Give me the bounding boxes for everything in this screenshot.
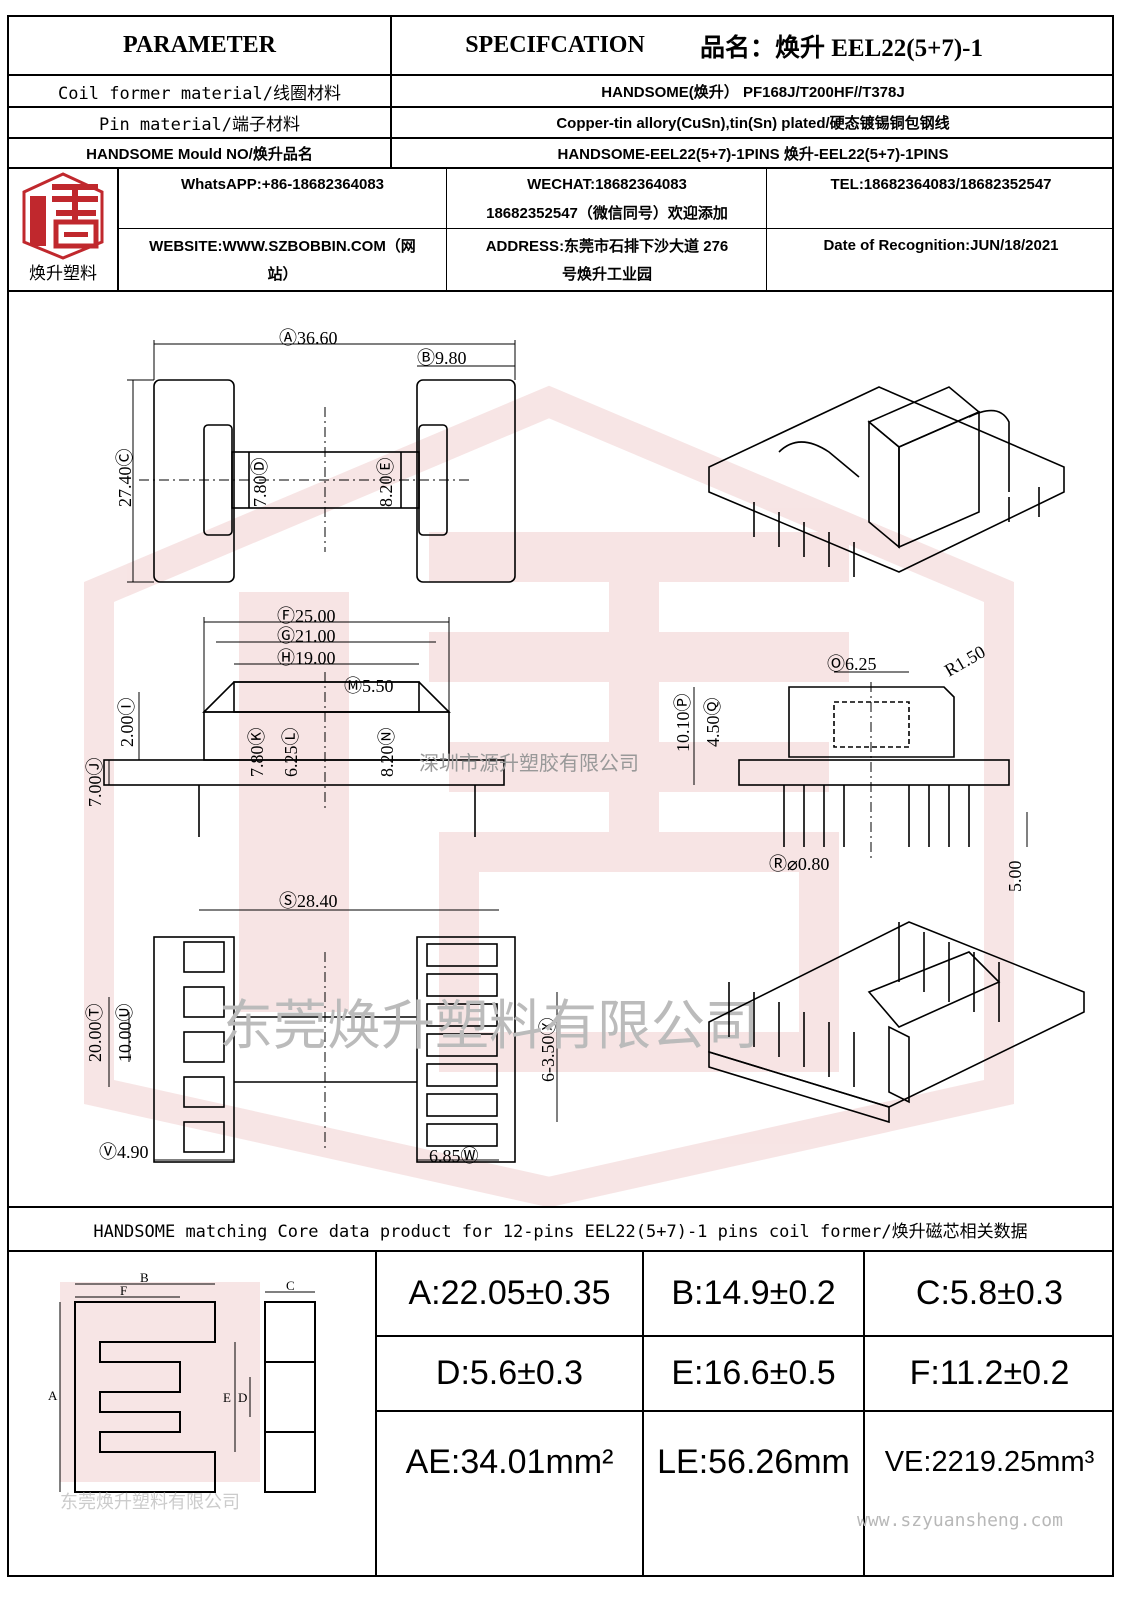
dim-u: 10.00Ⓤ [115,1004,135,1063]
spec-pin-material: Copper-tin allory(CuSn),tin(Sn) plated/硬… [556,115,950,132]
watermark-text-3: 东莞焕升塑料有限公司 [60,1492,240,1512]
core-value-a: A:22.05±0.35 [408,1274,611,1312]
divider [7,1250,1114,1252]
core-label-f: F [120,1283,127,1298]
core-value-e: E:16.6±0.5 [671,1354,836,1392]
dim-f: Ⓕ25.00 [277,606,336,626]
watermark-text-1: 深圳市源升塑胶有限公司 [419,752,639,775]
core-value-b: B:14.9±0.2 [671,1274,836,1312]
dim-l: 6.25Ⓛ [281,728,301,778]
wechat-note: 18682352547（微信同号）欢迎添加 [486,204,728,222]
footer-url[interactable]: www.szyuansheng.com [857,1509,1063,1531]
iso-view-2 [708,921,1085,1124]
core-value-le: LE:56.26mm [657,1442,850,1481]
spec-mould-no: HANDSOME-EEL22(5+7)-1PINS 焕升-EEL22(5+7)-… [557,145,949,163]
divider [7,1206,1114,1208]
recognition-date: Date of Recognition:JUN/18/2021 [823,236,1059,254]
divider [642,1250,644,1577]
company-logo: 焕升塑料 [18,170,108,288]
core-diagram: B F C A E D 东莞焕升塑料有限公司 [20,1262,370,1512]
core-label-b: B [140,1270,149,1285]
divider [766,167,767,291]
divider [117,167,119,291]
spec-header: SPECIFCATION [465,32,645,58]
whatsapp: WhatsAPP:+86-18682364083 [180,175,385,193]
bottom-view [108,909,558,1163]
parameter-header: PARAMETER [123,32,276,58]
telephone: TEL:18682364083/18682352547 [830,175,1052,193]
dim-s: Ⓢ28.40 [279,891,338,911]
dim-r1: R1.50 [941,641,989,680]
dim-b: Ⓑ9.80 [417,348,467,368]
dim-g: Ⓖ21.00 [277,626,336,646]
core-value-d: D:5.6±0.3 [435,1354,584,1392]
side-view [693,671,1028,862]
dim-a: Ⓐ36.60 [279,328,338,348]
divider [863,1250,865,1577]
divider [117,228,1114,229]
dim-w: 6.85Ⓦ [429,1146,479,1166]
dim-m: Ⓜ5.50 [344,676,394,696]
core-data-title: HANDSOME matching Core data product for … [93,1221,1028,1242]
dim-c: 27.40Ⓒ [115,449,135,508]
divider [7,137,1114,139]
product-name: 品名：焕升 EEL22(5+7)-1 [700,34,983,62]
core-label-d: D [238,1390,247,1405]
technical-drawing: Ⓐ36.60 Ⓑ9.80 27.40Ⓒ 7.80Ⓓ 8.20Ⓔ [9,292,1112,1208]
core-value-ve: VE:2219.25mm³ [884,1445,1095,1478]
divider [375,1335,1114,1337]
dim-j: 7.00Ⓙ [85,758,105,808]
dim-r: Ⓡ⌀0.80 [769,854,829,874]
core-value-ae: AE:34.01mm² [405,1442,614,1481]
address-line2: 号焕升工业园 [561,265,652,283]
dim-pin-length: 5.00 [1005,861,1025,893]
spec-coil-material: HANDSOME(焕升） PF168J/T200HF//T378J [601,83,905,101]
watermark-logo [84,385,1014,1208]
dim-x: 6-3.50Ⓧ [538,1018,558,1083]
core-label-c: C [286,1278,295,1293]
watermark-text-2: 东莞焕升塑料有限公司 [219,996,759,1056]
dim-h: Ⓗ19.00 [277,648,336,668]
dim-t: 20.00Ⓣ [85,1004,105,1063]
dim-d: 7.80Ⓓ [250,458,270,508]
dim-k: 7.80Ⓚ [247,728,267,778]
dim-q: 4.50Ⓠ [703,698,723,748]
param-coil-material: Coil former material/线圈材料 [58,83,341,104]
param-pin-material: Pin material/端子材料 [98,115,301,135]
website: WEBSITE:WWW.SZBOBBIN.COM（网 [149,237,416,255]
dim-i: 2.00Ⓘ [117,698,137,748]
front-view [103,617,505,837]
website-suffix: 站） [267,265,298,283]
address: ADDRESS:东莞市石排下沙大道 276 [485,237,729,255]
divider [7,290,1114,292]
dim-v: Ⓥ4.90 [99,1142,149,1162]
divider [7,74,1114,76]
iso-view-1 [708,386,1065,577]
divider [7,106,1114,108]
spec-sheet [7,15,1114,1577]
core-label-a: A [48,1388,58,1403]
wechat: WECHAT:18682364083 [527,175,687,193]
divider [375,1410,1114,1412]
dim-n: 8.20Ⓝ [377,728,397,778]
dim-o: Ⓞ6.25 [827,654,877,674]
divider [7,167,1114,169]
core-value-c: C:5.8±0.3 [915,1274,1064,1312]
divider [390,15,392,168]
dim-p: 10.10Ⓟ [673,694,693,753]
core-value-f: F:11.2±0.2 [909,1354,1070,1392]
param-mould-no: HANDSOME Mould NO/焕升品名 [86,145,313,163]
dim-e: 8.20Ⓔ [376,458,396,508]
divider [375,1250,377,1577]
divider [446,167,447,291]
top-view [127,340,516,583]
logo-caption: 焕升塑料 [29,263,97,284]
core-label-e: E [223,1390,231,1405]
